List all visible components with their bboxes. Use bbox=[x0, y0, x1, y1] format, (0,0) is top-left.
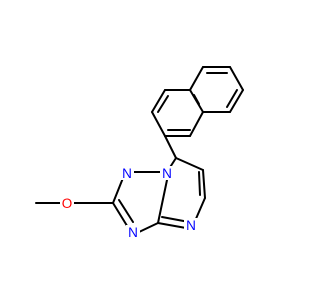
molecule-canvas: N N N N O bbox=[35, 66, 244, 240]
atom-n3: N bbox=[128, 225, 138, 240]
molecule-structure: N N N N O bbox=[35, 66, 244, 240]
bond-pyr-4 bbox=[194, 197, 206, 222]
bond-nap-9 bbox=[229, 66, 244, 91]
bond-nap-7 bbox=[189, 66, 204, 91]
atom-n2: N bbox=[162, 166, 172, 181]
bond-tri-3 bbox=[112, 177, 124, 204]
bond-nap-10 bbox=[229, 89, 244, 113]
bond-pyr-2 bbox=[175, 157, 204, 171]
bond-nap-4-inner bbox=[226, 89, 238, 108]
bond-tri-1 bbox=[138, 222, 159, 233]
bond-pyr-3-inner bbox=[198, 171, 201, 196]
bond-layer bbox=[35, 66, 244, 233]
bond-link bbox=[164, 135, 177, 159]
atom-o1: O bbox=[62, 196, 73, 211]
bond-pyr-6 bbox=[157, 179, 168, 224]
bond-nap-5-inner bbox=[193, 94, 200, 105]
bond-tri-2-inner bbox=[118, 199, 134, 223]
atom-n4: N bbox=[186, 218, 196, 233]
bond-nap-2 bbox=[151, 89, 166, 113]
bond-nap-1 bbox=[151, 111, 166, 137]
bond-pyr-5 bbox=[157, 222, 187, 229]
bond-nap-5 bbox=[189, 111, 204, 137]
bond-nap-1-inner bbox=[157, 95, 169, 113]
atom-label-layer: N N N N O bbox=[60, 166, 198, 240]
bond-pyr-3 bbox=[202, 169, 206, 199]
atom-n1: N bbox=[122, 166, 132, 181]
bond-tri-2 bbox=[112, 202, 130, 230]
